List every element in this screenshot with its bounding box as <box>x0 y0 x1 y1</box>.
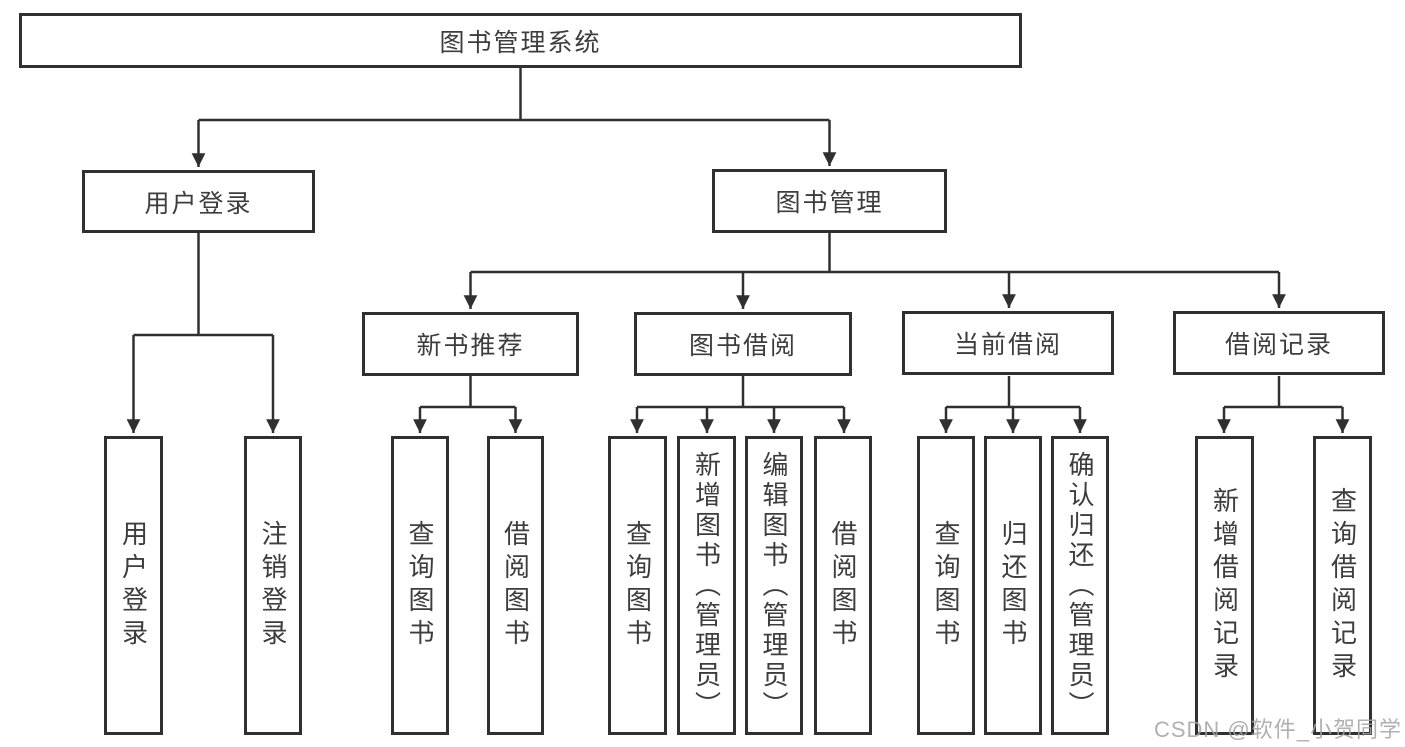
node-borrow-record-label: 借阅记录 <box>1224 331 1333 359</box>
node-leaf-borrow-books-recommend: 借阅图书 <box>487 436 544 735</box>
node-leaf-query-borrow-record: 查询借阅记录 <box>1313 436 1372 735</box>
node-leaf-add-book-admin: 新增图书（管理员） <box>677 436 736 735</box>
leaf-label: 新增借阅记录 <box>1209 486 1240 685</box>
leaf-label: 查询图书 <box>622 519 653 652</box>
node-book-borrow-label: 图书借阅 <box>688 332 797 360</box>
node-book-borrow: 图书借阅 <box>634 312 852 376</box>
node-leaf-return-book: 归还图书 <box>984 436 1042 735</box>
node-root-system: 图书管理系统 <box>19 13 1022 68</box>
node-new-book-recommend: 新书推荐 <box>362 312 579 376</box>
leaf-label: 查询图书 <box>931 519 961 652</box>
node-book-mgmt-label: 图书管理 <box>775 189 884 217</box>
connector-book-borrow-group <box>630 376 851 433</box>
leaf-label: 查询借阅记录 <box>1327 486 1358 685</box>
node-current-borrow: 当前借阅 <box>902 311 1114 375</box>
connector-current-borrow-group <box>939 376 1087 433</box>
node-leaf-confirm-return-admin: 确认归还（管理员） <box>1051 436 1109 735</box>
connector-new-book-group <box>413 376 523 433</box>
leaf-label: 新增图书（管理员） <box>691 450 722 721</box>
leaf-label: 借阅图书 <box>828 519 858 652</box>
node-leaf-query-books-recommend: 查询图书 <box>391 436 449 735</box>
leaf-label: 借阅图书 <box>500 519 531 652</box>
leaf-label: 归还图书 <box>998 519 1028 652</box>
leaf-label: 查询图书 <box>405 519 435 652</box>
node-book-mgmt-module: 图书管理 <box>712 169 947 233</box>
node-leaf-borrow-books-2: 借阅图书 <box>814 436 872 735</box>
node-root-label: 图书管理系统 <box>439 28 602 57</box>
node-user-login-module: 用户登录 <box>82 170 315 233</box>
leaf-label: 编辑图书（管理员） <box>759 450 789 721</box>
connector-book-mgmt-to-level3 <box>463 233 1286 309</box>
node-leaf-edit-book-admin: 编辑图书（管理员） <box>745 436 803 735</box>
node-current-borrow-label: 当前借阅 <box>953 331 1062 359</box>
node-leaf-query-books-current: 查询图书 <box>917 436 975 735</box>
connector-user-login-group <box>126 233 280 433</box>
csdn-watermark: CSDN @软件_小贺同学 <box>1153 717 1402 742</box>
node-leaf-user-login: 用户登录 <box>104 436 163 735</box>
node-borrow-record: 借阅记录 <box>1173 311 1385 375</box>
leaf-label: 用户登录 <box>118 519 149 652</box>
node-leaf-logout: 注销登录 <box>244 436 302 735</box>
connector-borrow-record-group <box>1217 376 1350 433</box>
node-leaf-query-books-borrow: 查询图书 <box>608 436 667 735</box>
leaf-label: 确认归还（管理员） <box>1065 450 1095 721</box>
node-new-book-recommend-label: 新书推荐 <box>416 332 525 360</box>
connector-root-to-level2 <box>191 68 837 167</box>
node-user-login-label: 用户登录 <box>144 189 253 218</box>
node-leaf-add-borrow-record: 新增借阅记录 <box>1195 436 1254 735</box>
leaf-label: 注销登录 <box>258 519 288 652</box>
